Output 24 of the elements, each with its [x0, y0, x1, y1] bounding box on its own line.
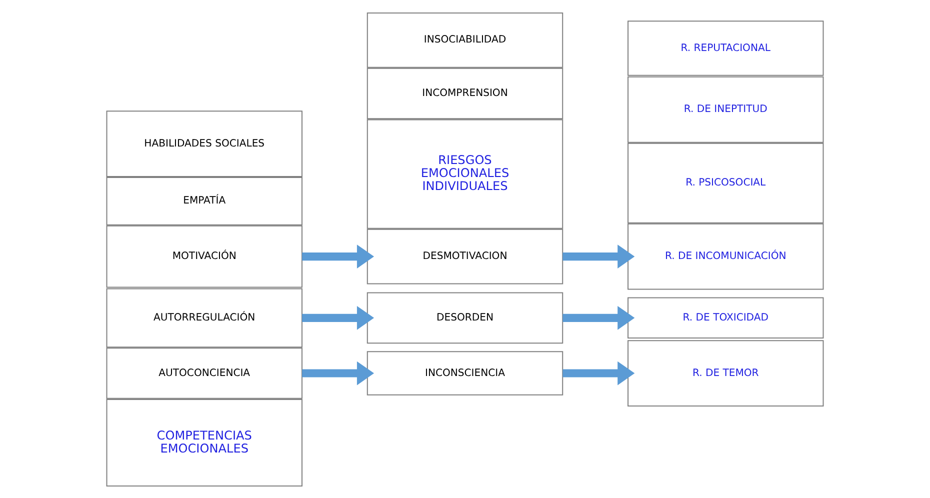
node-box: DESORDEN — [366, 292, 564, 344]
node-box: AUTOCONCIENCIA — [106, 347, 302, 398]
node-box: INSOCIABILIDAD — [366, 12, 564, 68]
node-box: INCONSCIENCIA — [366, 350, 564, 395]
node-box: R. REPUTACIONAL — [628, 20, 824, 76]
node-box: MOTIVACIÓN — [106, 224, 302, 288]
node-box: EMPATÍA — [106, 176, 302, 225]
arrow — [302, 305, 374, 330]
node-box: R. DE TOXICIDAD — [628, 296, 824, 338]
node-box: COMPETENCIAS EMOCIONALES — [106, 398, 302, 486]
node-box: AUTORREGULACIÓN — [106, 288, 302, 348]
node-box: INCOMPRENSION — [366, 67, 564, 119]
node-box: R. PSICOSOCIAL — [628, 142, 824, 223]
arrow — [302, 244, 374, 268]
arrow — [562, 360, 635, 385]
node-box: R. DE INCOMUNICACIÓN — [628, 222, 824, 290]
node-box: HABILIDADES SOCIALES — [106, 110, 302, 177]
node-box: RIESGOS EMOCIONALES INDIVIDUALES — [366, 118, 564, 228]
arrow — [562, 305, 635, 330]
arrow — [302, 360, 374, 385]
node-box: R. DE TEMOR — [628, 340, 824, 406]
node-box: DESMOTIVACION — [366, 228, 564, 284]
node-box: R. DE INEPTITUD — [628, 76, 824, 142]
arrow — [562, 244, 635, 268]
